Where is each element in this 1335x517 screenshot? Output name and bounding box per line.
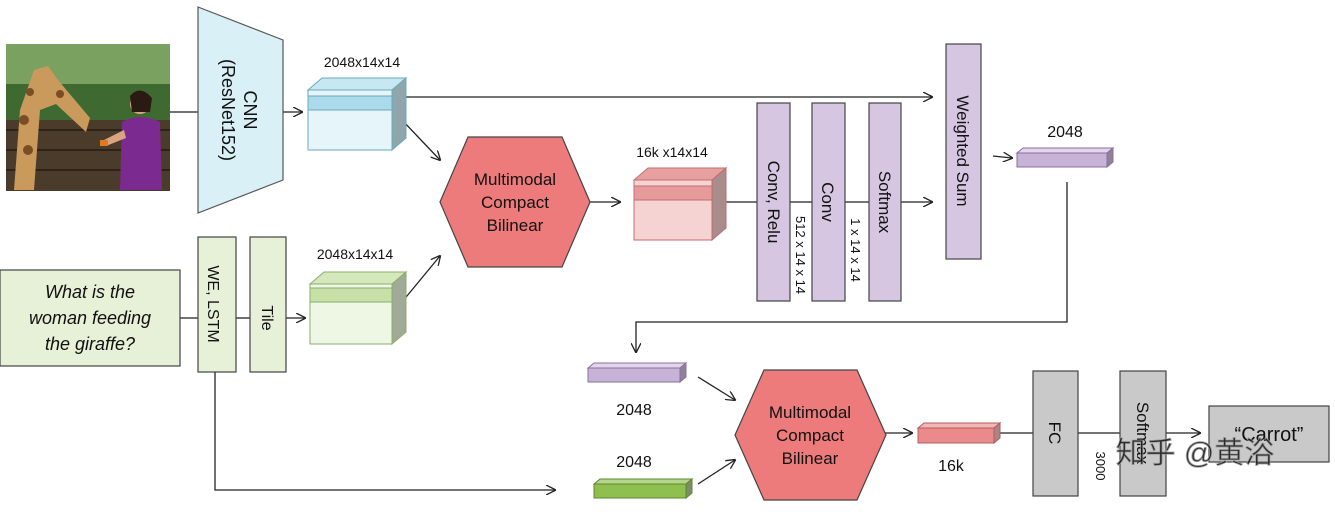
green-vector — [592, 477, 694, 500]
attended-vector-label: 2048 — [1047, 124, 1083, 141]
mcb1-line-1: Multimodal — [474, 170, 556, 189]
conv-relu-block: Conv, Relu 512 x 14 x 14 — [756, 102, 808, 302]
mcb2-line-3: Bilinear — [782, 449, 839, 468]
conv-block: Conv 1 x 14 x 14 — [811, 102, 863, 302]
vector-16k-label: 16k — [938, 458, 965, 475]
question-line-2: woman feeding — [29, 308, 151, 328]
purple-vector — [586, 361, 688, 384]
answer-box: “Carrot” — [1208, 405, 1330, 463]
watermark-text: 知乎 @黄浴 — [1116, 437, 1275, 470]
conv-label: Conv — [818, 182, 837, 222]
vector-16k — [916, 421, 1002, 445]
weighted-sum-block: Weighted Sum — [945, 43, 982, 260]
cnn-label: CNN — [240, 91, 260, 130]
question-line-3: the giraffe? — [45, 334, 135, 354]
softmax-block-1: Softmax — [868, 102, 902, 302]
softmax-block-2: Softmax 3000 — [1093, 370, 1167, 497]
we-lstm-label: WE, LSTM — [204, 265, 221, 342]
mcb1-line-2: Compact — [481, 193, 549, 212]
answer-label: “Carrot” — [1235, 424, 1304, 446]
softmax2-dims: 3000 — [1093, 452, 1108, 481]
fused-feature-label: 16k x14x14 — [636, 144, 708, 160]
weighted-sum-label: Weighted Sum — [953, 95, 972, 206]
mcb1-line-3: Bilinear — [487, 216, 544, 235]
tile-block: Tile — [249, 236, 287, 373]
cnn-sublabel: (ResNet152) — [218, 59, 238, 161]
text-feature-label: 2048x14x14 — [317, 246, 394, 262]
softmax1-label: Softmax — [875, 171, 894, 234]
connectors — [170, 97, 1200, 490]
mcb2-line-1: Multimodal — [769, 403, 851, 422]
mcb2-line-2: Compact — [776, 426, 844, 445]
purple-vector-label: 2048 — [616, 402, 652, 419]
question-box: What is the woman feeding the giraffe? — [0, 269, 181, 367]
attended-vector — [1015, 146, 1115, 169]
conv-relu-label: Conv, Relu — [764, 161, 783, 244]
cnn-block: CNN (ResNet152) — [197, 6, 284, 214]
conv-dims: 1 x 14 x 14 — [848, 218, 863, 282]
question-line-1: What is the — [45, 282, 135, 302]
input-photo — [6, 44, 170, 191]
fc-block: FC — [1032, 370, 1079, 497]
mcb-block-2: Multimodal Compact Bilinear — [734, 369, 887, 501]
fused-feature-cube — [632, 166, 728, 242]
image-feature-label: 2048x14x14 — [324, 54, 401, 70]
green-vector-label: 2048 — [616, 454, 652, 471]
conv-relu-dims: 512 x 14 x 14 — [793, 216, 808, 294]
tile-label: Tile — [258, 305, 275, 330]
we-lstm-block: WE, LSTM — [197, 236, 237, 373]
fc-label: FC — [1045, 422, 1064, 445]
image-feature-cube — [306, 76, 408, 152]
text-feature-cube — [308, 270, 408, 346]
mcb-block-1: Multimodal Compact Bilinear — [439, 136, 591, 268]
softmax2-label: Softmax — [1133, 402, 1152, 465]
